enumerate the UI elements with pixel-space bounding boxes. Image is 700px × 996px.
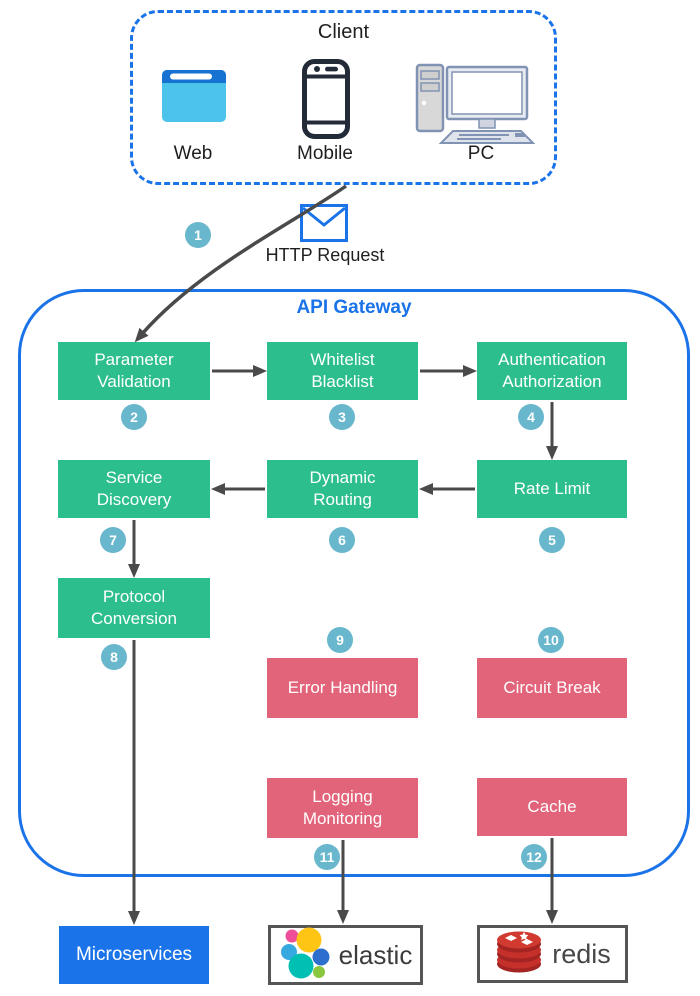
elastic-logo-icon <box>279 926 331 985</box>
node-circuit-break: Circuit Break <box>477 658 627 718</box>
node-label: Rate Limit <box>513 479 591 499</box>
node-dynamic-routing: Dynamic Routing <box>267 460 418 518</box>
api-gateway-box <box>18 289 690 877</box>
node-label: Dynamic Routing <box>309 468 376 509</box>
node-label: Circuit Break <box>503 678 601 698</box>
node-parameter-validation: Parameter Validation <box>58 342 210 400</box>
node-label: Protocol Conversion <box>91 587 177 628</box>
node-error-handling: Error Handling <box>267 658 418 718</box>
step-badge-2: 2 <box>121 404 147 430</box>
node-label: Authentication Authorization <box>498 350 606 391</box>
elastic-label: elastic <box>338 939 413 970</box>
node-service-discovery: Service Discovery <box>58 460 210 518</box>
step-badge-10: 10 <box>538 627 564 653</box>
elastic-box: elastic <box>268 925 423 985</box>
envelope-icon <box>300 204 348 247</box>
node-label: Error Handling <box>287 678 398 698</box>
web-browser-icon <box>161 69 227 128</box>
step-badge-3: 3 <box>329 404 355 430</box>
step-badge-7: 7 <box>100 527 126 553</box>
client-item-label-pc: PC <box>467 143 495 164</box>
step-badge-1: 1 <box>185 222 211 248</box>
step-badge-6: 6 <box>329 527 355 553</box>
node-label: Logging Monitoring <box>302 787 383 828</box>
client-group-title: Client <box>317 21 370 43</box>
node-label: Service Discovery <box>96 468 172 509</box>
node-whitelist-blacklist: Whitelist Blacklist <box>267 342 418 400</box>
step-badge-8: 8 <box>101 644 127 670</box>
redis-label: redis <box>552 938 611 969</box>
redis-box: redis <box>477 925 628 983</box>
step-badge-4: 4 <box>518 404 544 430</box>
step-badge-11: 11 <box>314 844 340 870</box>
http-request-label: HTTP Request <box>265 245 385 265</box>
client-group-box: Client <box>130 10 557 185</box>
step-badge-9: 9 <box>327 627 353 653</box>
api-gateway-title: API Gateway <box>296 297 412 318</box>
microservices-box: Microservices <box>59 926 209 984</box>
node-label: Cache <box>527 797 577 817</box>
redis-logo-icon <box>494 930 544 979</box>
node-label: Parameter Validation <box>94 350 174 391</box>
node-protocol-conversion: Protocol Conversion <box>58 578 210 638</box>
client-item-label-web: Web <box>173 143 213 164</box>
desktop-pc-icon <box>413 61 541 152</box>
node-rate-limit: Rate Limit <box>477 460 627 518</box>
node-cache: Cache <box>477 778 627 836</box>
client-item-label-mobile: Mobile <box>297 143 353 164</box>
node-authentication-authorization: Authentication Authorization <box>477 342 627 400</box>
mobile-phone-icon <box>301 58 351 145</box>
step-badge-5: 5 <box>539 527 565 553</box>
step-badge-12: 12 <box>521 844 547 870</box>
microservices-label: Microservices <box>75 944 193 965</box>
node-logging-monitoring: Logging Monitoring <box>267 778 418 838</box>
node-label: Whitelist Blacklist <box>310 350 375 391</box>
